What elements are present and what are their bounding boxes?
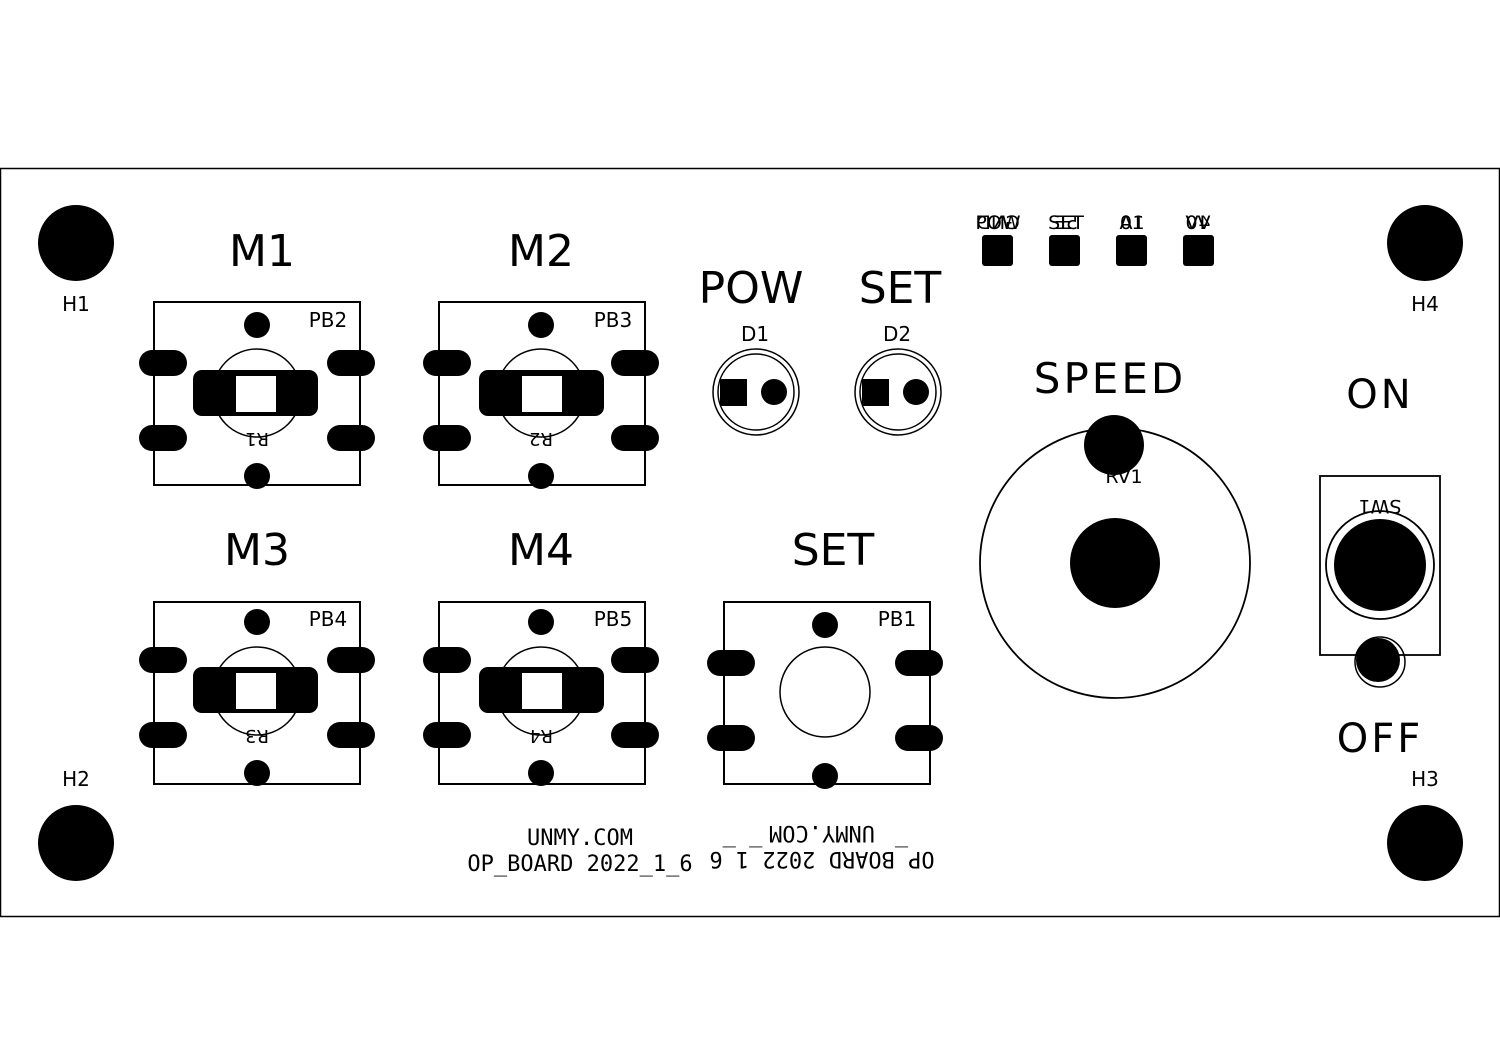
pb2-label: PB2 — [309, 308, 348, 332]
sw1-main-pad — [1334, 519, 1426, 611]
hole-label-h3: H3 — [1411, 767, 1439, 791]
sw1-pin-ring — [1354, 636, 1406, 688]
r1-label: R1 — [245, 428, 269, 449]
header-back-label-1: GND — [976, 212, 1020, 234]
header-label-1: POW — [975, 212, 1020, 234]
r4-label: R4 — [529, 725, 553, 746]
header-back-label-2: 5E — [1054, 212, 1078, 234]
d2-footprint — [854, 348, 942, 436]
mounting-hole-h3 — [1387, 805, 1463, 881]
r3-footprint — [193, 667, 318, 713]
label-speed: SPEED — [1034, 354, 1186, 403]
front-text-line2: OP_BOARD 2022_1_6 — [467, 852, 692, 877]
sw1-ring — [1325, 510, 1435, 620]
pb1-label: PB1 — [878, 607, 917, 631]
label-m4: M4 — [508, 525, 574, 576]
mounting-hole-h4 — [1387, 205, 1463, 281]
r3-label: R3 — [245, 725, 269, 746]
header-connector — [982, 235, 1214, 266]
rv1-label: RV1 — [1105, 466, 1142, 488]
hole-label-h2: H2 — [62, 767, 90, 791]
pb1-ring — [779, 646, 871, 738]
pb5-label: PB5 — [594, 607, 633, 631]
front-text-line1: UNMY.COM — [527, 826, 633, 851]
rv1-pin-pad — [1084, 415, 1144, 475]
d2-label: D2 — [883, 322, 911, 346]
label-m2: M2 — [508, 226, 574, 277]
label-on: ON — [1346, 372, 1413, 418]
hole-label-h4: H4 — [1411, 292, 1439, 316]
label-off: OFF — [1337, 716, 1424, 762]
mounting-hole-h2 — [38, 805, 114, 881]
header-label-2: SET — [1048, 212, 1084, 234]
mounting-hole-h1 — [38, 205, 114, 281]
d1-label: D1 — [741, 322, 769, 346]
r1-footprint — [193, 370, 318, 416]
rv1-shaft-pad — [1070, 518, 1160, 608]
label-set-button: SET — [792, 525, 875, 576]
header-back-label-4: 4V — [1185, 212, 1210, 234]
back-text-line1: UNMY.COM — [769, 820, 875, 845]
pb4-label: PB4 — [309, 607, 348, 631]
pb3-label: PB3 — [594, 308, 633, 332]
label-pow: POW — [699, 263, 804, 314]
d1-footprint — [712, 348, 800, 436]
r2-label: R2 — [529, 428, 553, 449]
header-label-3: A1 — [1119, 212, 1144, 234]
label-m1: M1 — [229, 226, 295, 277]
sw1-pin-pad — [1356, 638, 1400, 682]
header-back-label-3: 10 — [1120, 212, 1144, 234]
label-m3: M3 — [224, 525, 290, 576]
label-set-led: SET — [859, 263, 942, 314]
r4-footprint — [479, 667, 604, 713]
r2-footprint — [479, 370, 604, 416]
back-text-line2: OP_BOARD 2022_1_6 — [709, 846, 934, 871]
hole-label-h1: H1 — [62, 292, 90, 316]
pb1-pads — [707, 612, 943, 789]
header-label-4: 0V — [1185, 212, 1210, 234]
